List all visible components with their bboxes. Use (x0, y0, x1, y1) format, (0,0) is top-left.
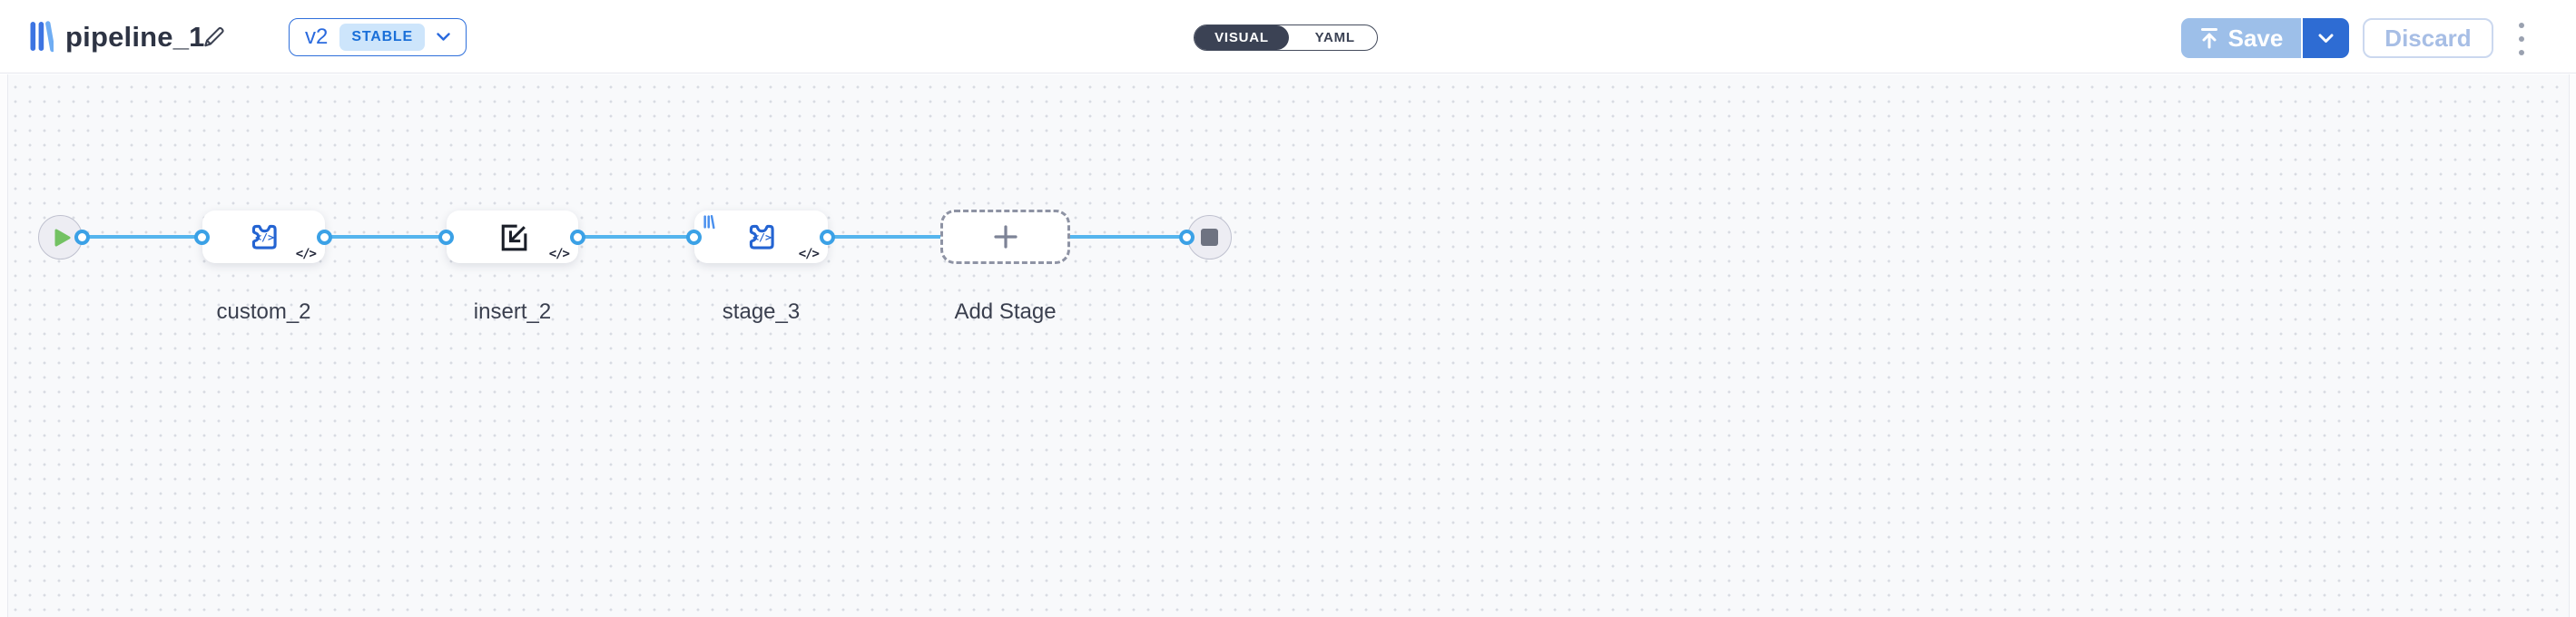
code-badge: </> (798, 247, 820, 261)
library-logo-icon (703, 215, 715, 230)
canvas-left-gutter (0, 74, 7, 617)
header-bar: pipeline_1 v2 STABLE VISUAL YAML (0, 0, 2576, 73)
node-label-insert-2: insert_2 (473, 299, 552, 324)
canvas-right-gutter (2570, 74, 2576, 617)
upload-icon (2200, 28, 2217, 49)
puzzle-code-icon: </> (749, 224, 774, 250)
tab-visual[interactable]: VISUAL (1195, 25, 1289, 50)
pipeline-canvas[interactable] (0, 74, 2576, 617)
node-label-add-stage: Add Stage (954, 299, 1057, 324)
output-port-insert-2[interactable] (570, 230, 585, 245)
pencil-icon (204, 26, 224, 47)
save-button[interactable]: Save (2181, 18, 2303, 58)
connector-wire (83, 235, 202, 239)
tab-yaml[interactable]: YAML (1314, 30, 1355, 45)
stage-node-insert-2[interactable]: </> (447, 211, 578, 263)
icon-code-glyph: </> (752, 231, 772, 244)
import-icon (501, 224, 527, 250)
version-status-badge: STABLE (339, 24, 425, 51)
output-port-start[interactable] (74, 230, 90, 245)
page-title: pipeline_1 (65, 21, 205, 53)
stage-node-custom-2[interactable]: </> </> (202, 211, 325, 263)
add-stage-button[interactable] (940, 210, 1070, 264)
output-port-custom-2[interactable] (317, 230, 332, 245)
play-icon (54, 229, 70, 246)
canvas-right-edge (2569, 74, 2570, 617)
kebab-dot (2519, 50, 2524, 55)
input-port-stage-3[interactable] (686, 230, 702, 245)
code-badge: </> (548, 247, 570, 261)
edit-title-button[interactable] (202, 24, 227, 49)
stop-icon (1201, 229, 1218, 246)
version-label: v2 (305, 24, 329, 49)
plus-icon (993, 225, 1018, 249)
input-port-insert-2[interactable] (438, 230, 454, 245)
chevron-down-icon (437, 33, 450, 41)
kebab-dot (2519, 36, 2524, 42)
more-options-button[interactable] (2514, 23, 2529, 55)
canvas-left-edge (7, 74, 8, 617)
input-port-custom-2[interactable] (194, 230, 210, 245)
stage-node-stage-3[interactable]: </> </> (694, 211, 828, 263)
connector-wire (325, 235, 447, 239)
pipeline-end-node[interactable] (1187, 215, 1232, 260)
code-badge: </> (295, 247, 317, 261)
discard-button[interactable]: Discard (2363, 18, 2493, 58)
output-port-stage-3[interactable] (820, 230, 835, 245)
save-split-button: Save (2181, 18, 2349, 58)
icon-code-glyph: </> (255, 231, 274, 244)
node-label-stage-3: stage_3 (722, 299, 801, 324)
save-button-label: Save (2227, 24, 2284, 52)
connector-wire (1070, 235, 1188, 239)
node-label-custom-2: custom_2 (216, 299, 311, 324)
save-dropdown-button[interactable] (2303, 18, 2349, 58)
editor-mode-toggle: VISUAL YAML (1194, 24, 1378, 51)
connector-wire (578, 235, 694, 239)
connector-wire (828, 235, 940, 239)
input-port-end[interactable] (1179, 230, 1195, 245)
version-selector[interactable]: v2 STABLE (289, 18, 467, 56)
chevron-down-icon (2318, 34, 2334, 43)
app-logo-icon (30, 21, 54, 53)
puzzle-code-icon: </> (251, 224, 277, 250)
kebab-dot (2519, 23, 2524, 28)
